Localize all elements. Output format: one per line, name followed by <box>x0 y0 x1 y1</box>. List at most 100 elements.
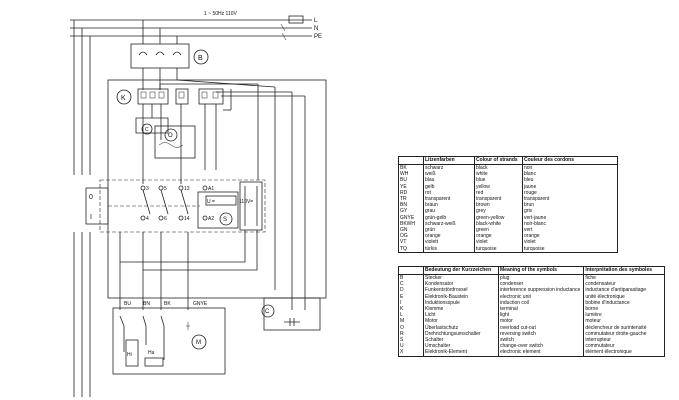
symbols-table-cell: Elektronik-Baustein <box>423 293 499 300</box>
colors-table-cell: türkis <box>423 245 475 253</box>
symbols-table-cell: B <box>400 275 404 281</box>
colors-table-cell: BK <box>400 165 407 171</box>
colors-table-cell: blau <box>423 177 475 184</box>
terminal-block-k: K <box>116 79 306 310</box>
symbols-table-cell: interference suppression inductance <box>497 287 584 294</box>
colors-table-cell: turquoise <box>522 245 618 253</box>
colors-table-cell: noir-blanc <box>522 220 618 228</box>
colors-table-cell: noir <box>522 164 618 172</box>
capacitor-c-label: C <box>265 309 270 315</box>
colors-table-cell: transparent <box>522 196 618 203</box>
symbols-table-cell: induction coil <box>497 299 584 307</box>
colors-table-cell: yellow <box>474 183 523 190</box>
colors-table-cell: orange <box>474 233 523 240</box>
colors-table-cell: rot <box>423 189 475 197</box>
overload-o-label: O <box>168 133 173 139</box>
colors-table-cell: GN <box>400 227 408 234</box>
colors-table-cell: orange <box>522 233 618 240</box>
contact-label-6: 6 <box>164 216 167 222</box>
symbols-table-cell: switch <box>497 337 584 344</box>
symbols-table-cell: plug <box>497 274 584 282</box>
colors-table-cell: GY <box>400 208 408 215</box>
contact-label-a1: A1 <box>208 186 214 192</box>
colors-table-cell: BN <box>400 202 407 209</box>
switch-label-i: I <box>90 214 92 221</box>
symbols-table-cell: Elektronik-Element <box>423 349 499 357</box>
symbols-table-cell: fiche <box>583 274 665 282</box>
symbols-table-cell: Induktionsspule <box>423 299 499 307</box>
motor-part-ha: Ha <box>148 350 155 356</box>
symbols-table-cell: electronic element <box>497 349 584 357</box>
coil-voltage: 110V= <box>239 199 253 205</box>
contact-label-a2: A2 <box>208 216 214 222</box>
symbols-table-cell: Kondensator <box>423 281 499 288</box>
switch-label-0: 0 <box>89 194 93 201</box>
symbols-table-cell: L <box>400 312 403 319</box>
supply-spec: 1 ~ 50Hz 110V <box>204 11 238 17</box>
colors-table-cell: bleu <box>522 177 618 184</box>
symbols-table-cell: terminal <box>497 306 584 313</box>
motor-m-label: M <box>196 340 201 346</box>
colors-table-cell: violet <box>474 239 523 246</box>
colors-table-cell: transparent <box>474 196 523 203</box>
overload-o-marker <box>164 128 178 142</box>
symbols-table-cell: change-over switch <box>497 343 584 350</box>
colors-table-cell: grün-gelb <box>423 214 475 221</box>
colors-table-header-cell: Couleur des cordons <box>522 156 618 165</box>
colors-table-cell: schwarz-weiß <box>423 220 475 228</box>
motor-wire-gnye: GNYE <box>193 301 208 307</box>
switch-s-marker <box>219 212 233 226</box>
supply-lines: L N PE 1 ~ 50Hz 110V <box>70 11 322 41</box>
symbols-table-cell: inductance d'antiparasitage <box>583 287 665 294</box>
symbols-table-cell: Überlastschutz <box>423 324 499 331</box>
colors-table-cell: schwarz <box>423 164 475 172</box>
symbols-table-header-cell: Bedeutung der Kurzzeichen <box>423 266 499 275</box>
symbols-table-cell: Funkentstördrossel <box>423 287 499 294</box>
colors-table-cell: vert <box>522 227 618 234</box>
colors-table-cell: RD <box>400 189 408 196</box>
colors-table-cell: violett <box>423 239 475 246</box>
symbols-table-header-cell: Interprétation des symboles <box>583 266 665 275</box>
symbols-table-cell: condenser <box>497 281 584 288</box>
relay-c-marker <box>141 123 153 135</box>
motor-feed-lines <box>119 230 258 310</box>
switch-s-label: S <box>223 217 227 223</box>
symbols-table-cell: D <box>400 287 404 294</box>
colors-table-cell: OG <box>400 233 408 240</box>
symbols-table-cell: X <box>400 349 404 356</box>
line-break-marks <box>280 23 287 41</box>
plug-b-marker <box>193 49 209 65</box>
colors-table-header-cell: Litzenfarben <box>423 156 475 165</box>
colors-table-cell: TR <box>400 196 407 203</box>
contact-label-3: 3 <box>146 186 149 192</box>
symbols-table-cell: motor <box>497 318 584 325</box>
colors-table-cell: WH <box>400 171 409 178</box>
relay-c: C <box>135 117 169 135</box>
symbols-table-cell: Motor <box>423 318 499 325</box>
symbols-table-cell: Licht <box>423 312 499 319</box>
contact-label-13: 13 <box>184 186 190 192</box>
colors-table-header-cell: Colour of strands <box>474 156 523 165</box>
symbols-table-cell: condensateur <box>583 281 665 288</box>
colors-table-cell: orange <box>423 233 475 240</box>
colors-table-cell: blue <box>474 177 523 184</box>
symbols-table-cell: O <box>400 324 404 331</box>
colors-table-cell: brun <box>522 202 618 209</box>
